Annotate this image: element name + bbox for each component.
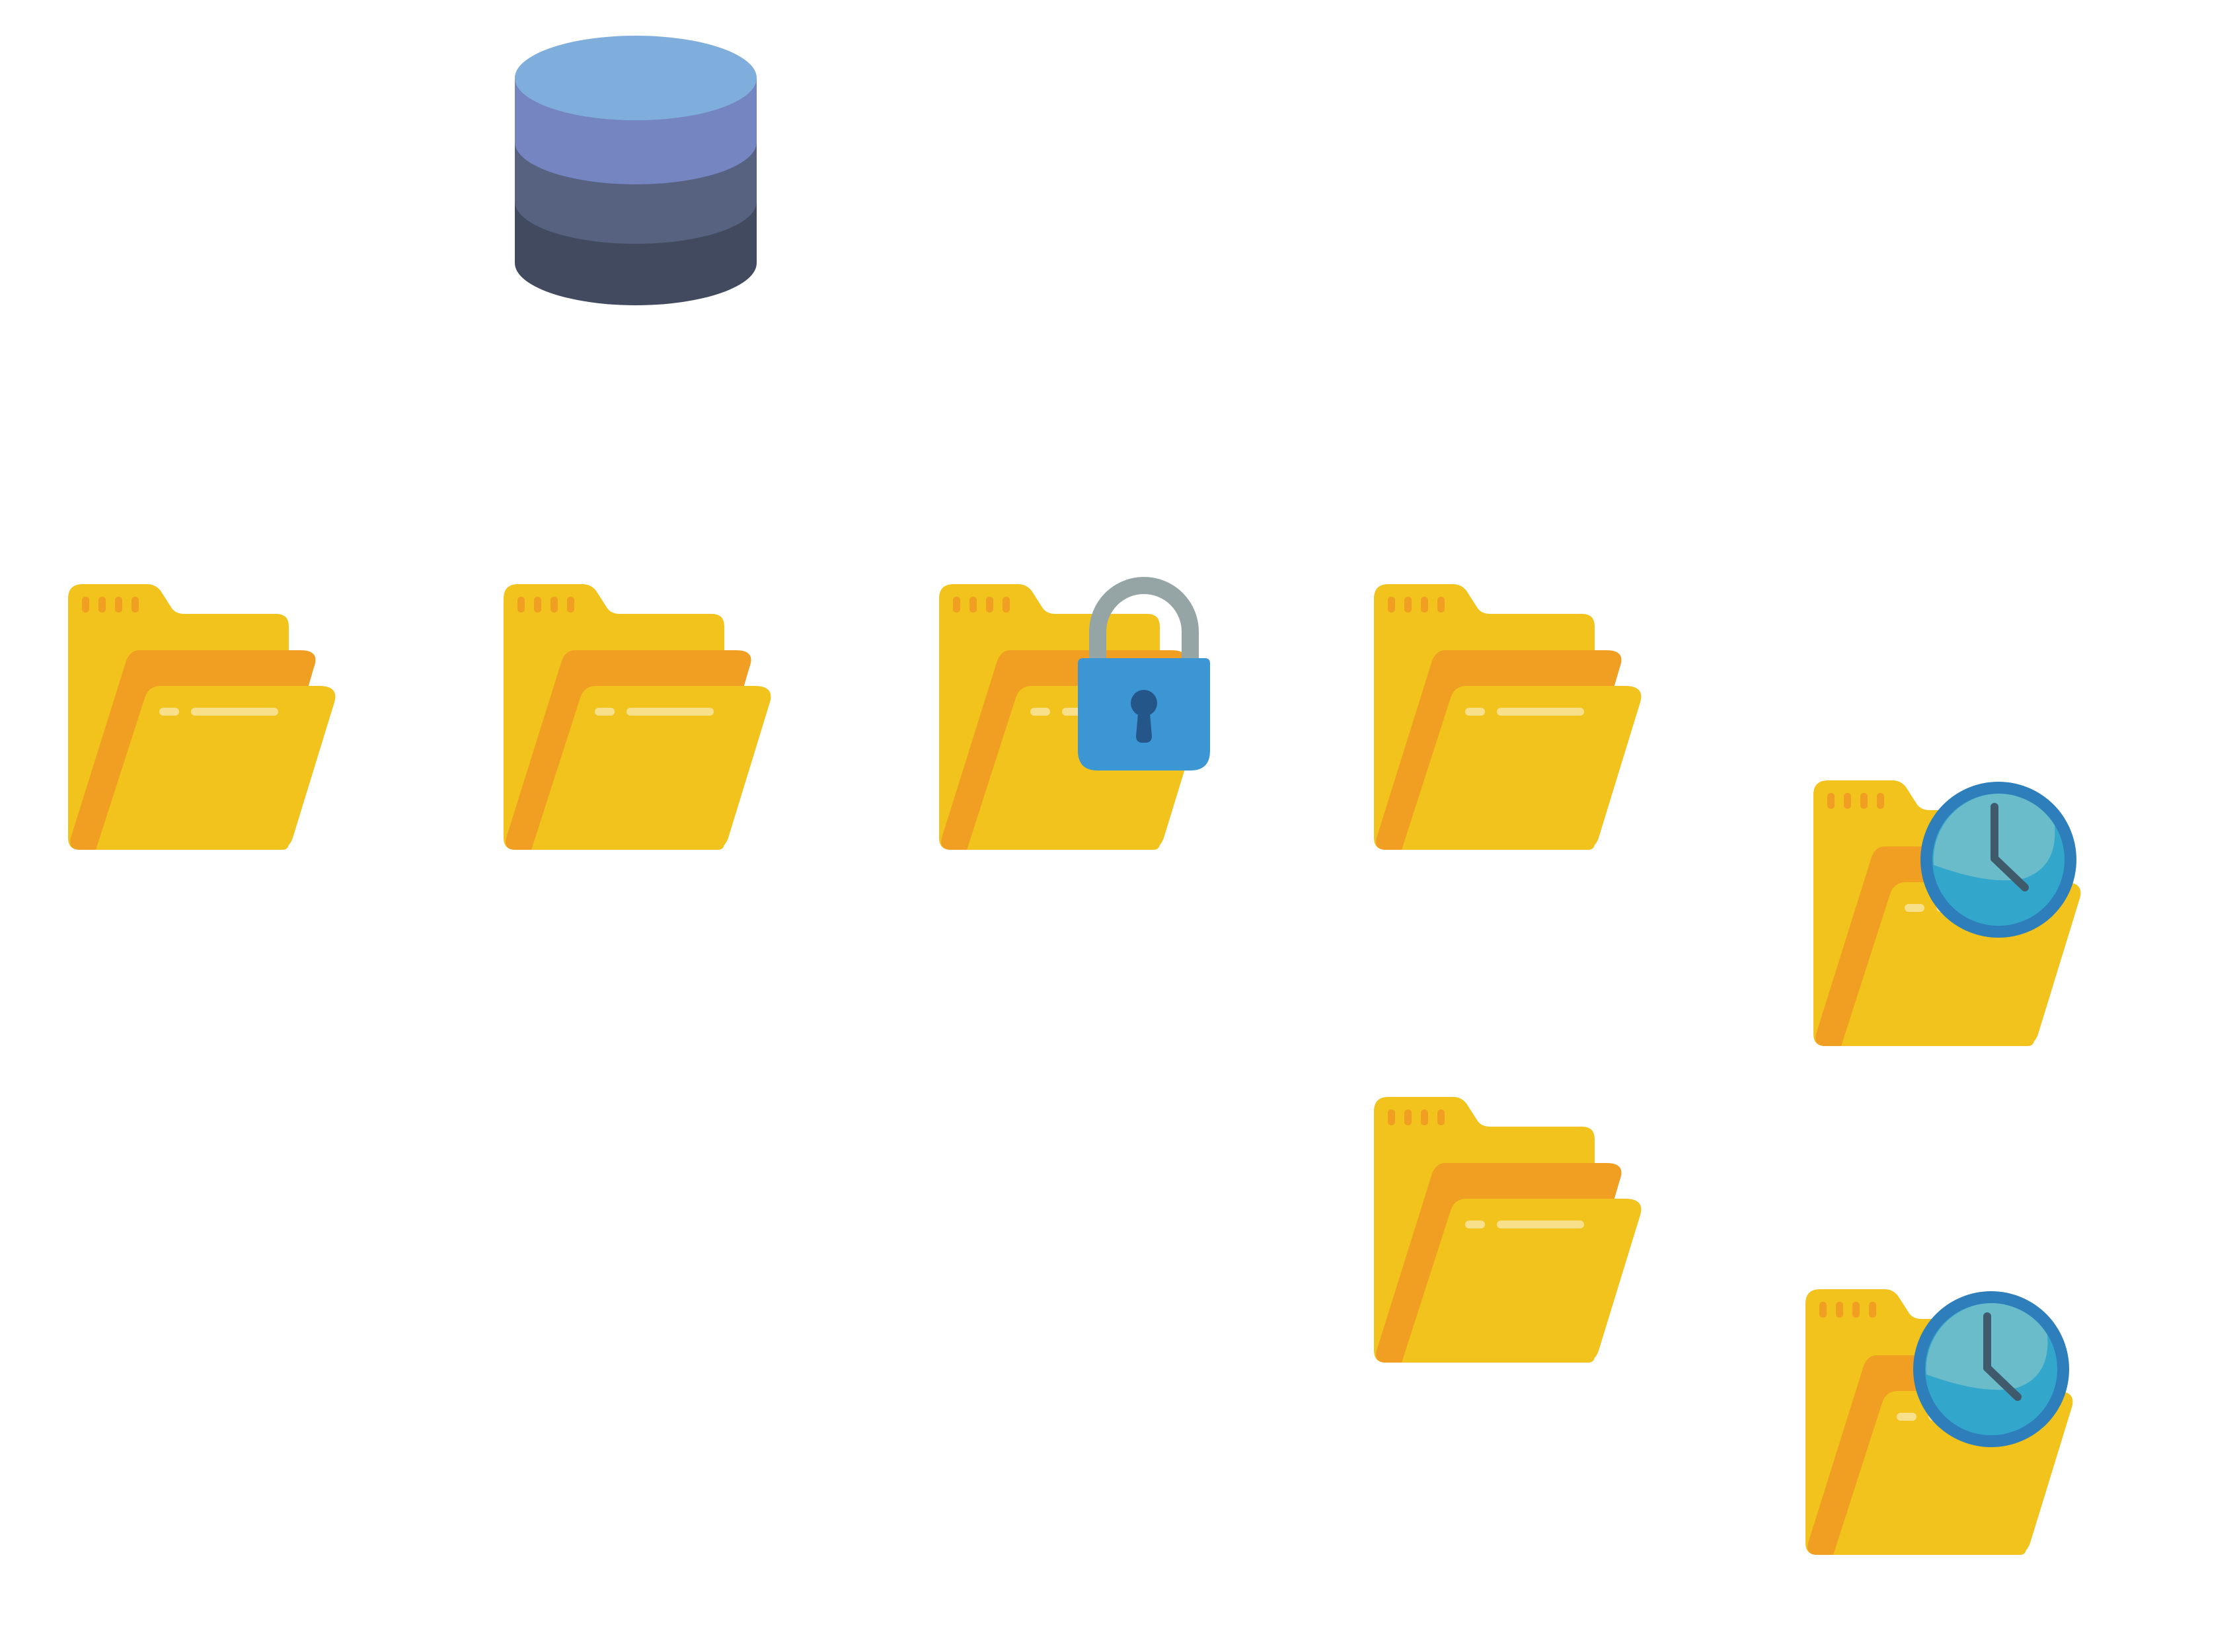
folder-icon <box>68 584 336 850</box>
folder-icon <box>504 584 771 850</box>
database-top <box>515 36 757 120</box>
folder-icon <box>1374 584 1642 850</box>
clock-icon <box>1913 1291 2069 1447</box>
lock-icon <box>1078 585 1210 770</box>
folder-icon <box>1374 1097 1642 1363</box>
database-icon <box>515 36 757 305</box>
clock-icon <box>1920 782 2076 938</box>
